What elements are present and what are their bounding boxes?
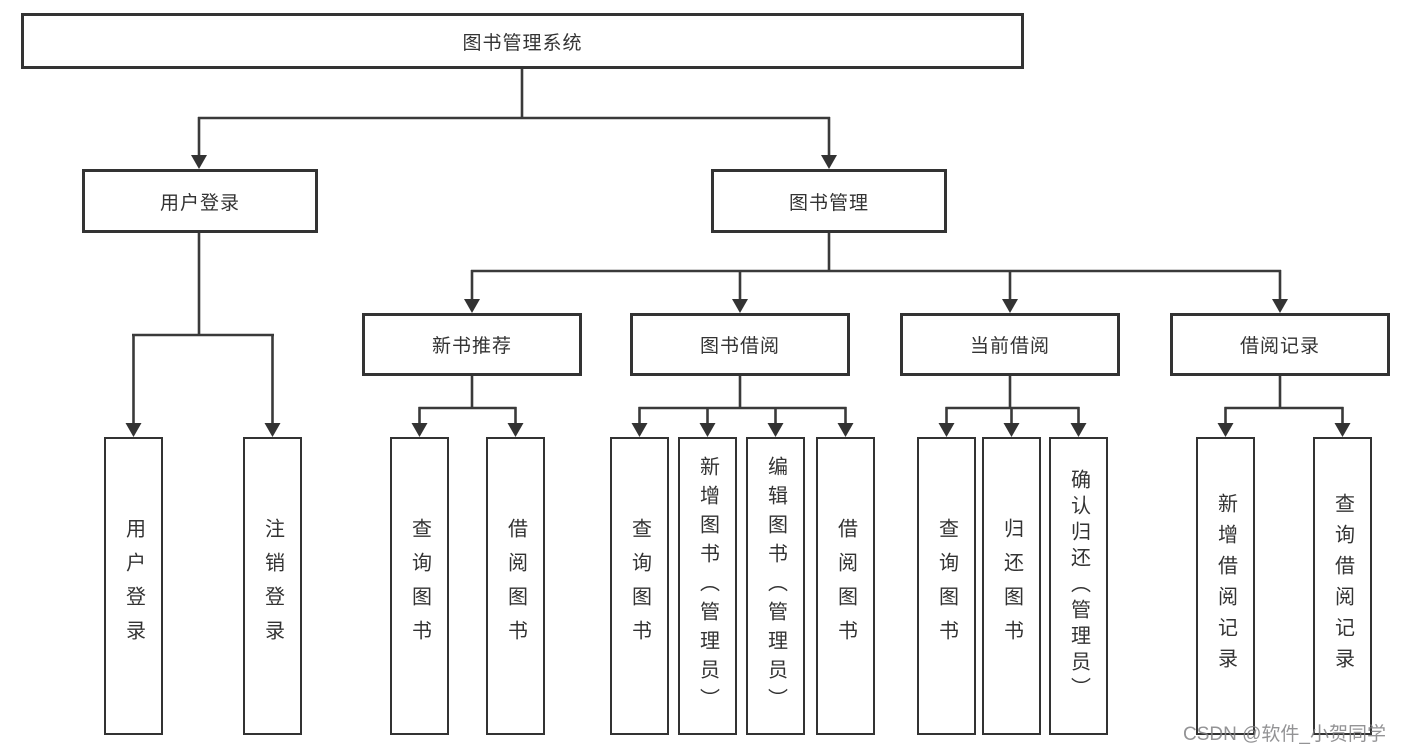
leaf-borrow-books: 借阅图书 <box>816 437 875 735</box>
node-current-borrowing: 当前借阅 <box>900 313 1120 376</box>
leaf-confirm-return-admin: 确认归还（管理员） <box>1049 437 1108 735</box>
node-library-system-root: 图书管理系统 <box>21 13 1024 69</box>
leaf-add-books-admin: 新增图书（管理员） <box>678 437 737 735</box>
node-book-borrowing: 图书借阅 <box>630 313 850 376</box>
leaf-query-books-recommend: 查询图书 <box>390 437 449 735</box>
leaf-add-borrow-record: 新增借阅记录 <box>1196 437 1255 735</box>
node-label: 图书管理 <box>788 192 869 214</box>
node-label: 图书管理系统 <box>462 32 583 54</box>
leaf-label: 查询图书 <box>935 518 958 654</box>
node-label: 借阅记录 <box>1239 336 1320 357</box>
node-label: 新书推荐 <box>431 336 512 357</box>
node-user-login: 用户登录 <box>82 169 318 233</box>
leaf-label: 查询图书 <box>408 518 431 654</box>
node-label: 用户登录 <box>159 192 240 214</box>
node-new-book-recommend: 新书推荐 <box>362 313 582 376</box>
csdn-watermark: CSDN @软件_小贺同学 <box>1183 724 1386 745</box>
leaf-return-books: 归还图书 <box>982 437 1041 735</box>
leaf-logout: 注销登录 <box>243 437 302 735</box>
leaf-label: 归还图书 <box>1000 518 1023 654</box>
leaf-label: 借阅图书 <box>504 518 527 654</box>
leaf-edit-books-admin: 编辑图书（管理员） <box>746 437 805 735</box>
leaf-user-login: 用户登录 <box>104 437 163 735</box>
leaf-query-books-current: 查询图书 <box>917 437 976 735</box>
node-label: 图书借阅 <box>699 336 780 357</box>
node-label: 当前借阅 <box>969 336 1050 357</box>
node-book-management: 图书管理 <box>711 169 947 233</box>
leaf-label: 查询借阅记录 <box>1331 493 1354 679</box>
leaf-label: 新增图书（管理员） <box>696 455 719 717</box>
leaf-label: 查询图书 <box>628 518 651 654</box>
leaf-label: 用户登录 <box>122 518 145 654</box>
leaf-label: 编辑图书（管理员） <box>764 455 787 717</box>
leaf-label: 新增借阅记录 <box>1214 493 1237 679</box>
leaf-query-books-borrow: 查询图书 <box>610 437 669 735</box>
leaf-label: 注销登录 <box>261 518 284 654</box>
leaf-query-borrow-record: 查询借阅记录 <box>1313 437 1372 735</box>
leaf-borrow-books-recommend: 借阅图书 <box>486 437 545 735</box>
node-borrowing-records: 借阅记录 <box>1170 313 1390 376</box>
leaf-label: 借阅图书 <box>834 518 857 654</box>
leaf-label: 确认归还（管理员） <box>1067 469 1090 703</box>
